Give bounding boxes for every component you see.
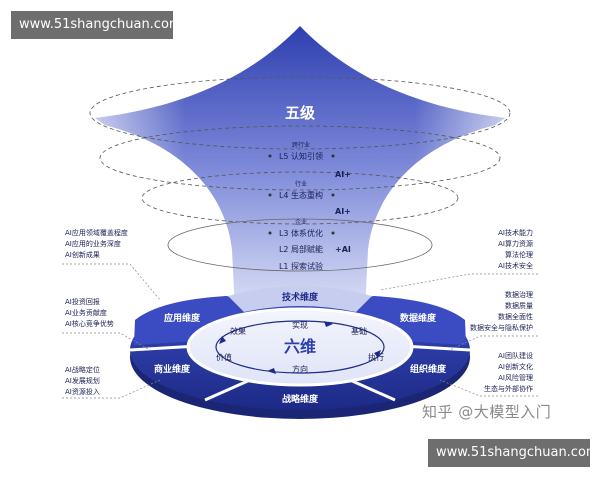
level-3-dot-right: [331, 231, 335, 235]
right-connectors: [379, 273, 538, 397]
ring-center-title: 六维: [284, 337, 316, 356]
left-note-3-line-2: AI发展规划: [65, 376, 100, 385]
ai-plus-label-1: AI+: [335, 170, 351, 179]
ai-plus-label-2: AI+: [335, 207, 351, 216]
orbit-level-4: [141, 171, 459, 225]
level-3-label: L3 体系优化: [279, 228, 323, 238]
level-4-tag: 行业: [295, 180, 307, 188]
segment-label-app: 应用维度: [164, 312, 201, 324]
orbit-level-3: [167, 218, 433, 272]
right-note-3-line-4: 生态与外部协作: [484, 384, 533, 393]
ring-inner-arrow-circle: [215, 320, 385, 374]
right-note-1-line-4: AI技术安全: [498, 261, 533, 270]
left-note-2-line-2: AI业务贡献度: [65, 308, 107, 317]
right-note-2-line-4: 数据安全与隐私保护: [470, 323, 533, 332]
left-note-2-line-3: AI核心竞争优势: [65, 319, 114, 328]
segment-label-org: 组织维度: [410, 363, 447, 375]
right-note-3-line-2: AI创新文化: [498, 362, 533, 371]
right-note-2-line-2: 数据质量: [505, 301, 533, 310]
right-note-2-line-1: 数据治理: [505, 290, 533, 299]
ai-plus-label-3: +AI: [335, 245, 351, 254]
level-5-dot: [268, 154, 272, 158]
cycle-arrow-1: [324, 321, 333, 327]
level-4-dot: [268, 193, 272, 197]
cycle-arrow-2: [374, 350, 381, 358]
left-note-1-line-3: AI创新成果: [65, 250, 100, 259]
level-3-dot: [268, 231, 272, 235]
level-4-label: L4 生态重构: [279, 190, 323, 200]
cycle-arrow-4: [219, 336, 226, 344]
right-note-1-line-2: AI算力资源: [498, 239, 533, 248]
left-note-1-line-1: AI应用领域覆盖程度: [65, 228, 128, 237]
right-note-3-line-3: AI风险管理: [498, 373, 533, 382]
left-note-1-line-2: AI应用的业务深度: [65, 239, 121, 248]
segment-label-business: 商业维度: [154, 363, 191, 375]
watermark-bottom: www.51shangchuan.com: [428, 439, 599, 467]
segment-label-data: 数据维度: [400, 312, 437, 324]
level-5-label: L5 认知引领: [279, 151, 323, 161]
left-connectors: [62, 263, 161, 399]
segment-data: [357, 296, 466, 345]
segment-tech: [228, 286, 372, 312]
zhihu-credit: 知乎 @大模型入门: [422, 403, 552, 421]
level-5-tag: 跨行业: [292, 141, 310, 149]
orbit-level-top: [89, 76, 511, 150]
level-1-label: L1 探索试验: [279, 261, 323, 271]
inner-label-execute: 执行: [368, 352, 384, 362]
segment-label-strategy: 战略维度: [282, 393, 319, 405]
segment-label-tech: 技术维度: [282, 291, 319, 303]
level-4-dot-right: [331, 193, 335, 197]
left-note-2-line-1: AI投资回报: [65, 297, 100, 306]
right-note-2-line-3: 数据全面性: [498, 312, 533, 321]
segment-app: [134, 296, 243, 345]
cycle-arrow-3: [267, 368, 276, 374]
right-note-1-line-3: 算法伦理: [505, 250, 533, 259]
right-note-1-line-1: AI技术能力: [498, 228, 533, 237]
level-2-label: L2 局部赋能: [279, 244, 323, 254]
inner-label-value: 价值: [216, 352, 232, 362]
watermark-top: www.51shangchuan.com: [11, 11, 182, 39]
left-note-3-line-1: AI战略定位: [65, 365, 100, 374]
orbit-level-5: [99, 125, 501, 191]
level-5-dot-right: [331, 154, 335, 158]
inner-label-effect: 效果: [230, 326, 246, 336]
cone-highlight: [95, 26, 505, 330]
cone-title: 五级: [285, 104, 316, 122]
inner-label-realize: 实现: [292, 320, 308, 330]
inner-label-direction: 方向: [292, 364, 308, 374]
right-note-3-line-1: AI团队建设: [498, 351, 533, 360]
level-3-tag: 企业: [295, 218, 307, 226]
inner-label-foundation: 基础: [351, 326, 367, 336]
left-note-3-line-3: AI资源投入: [65, 387, 100, 396]
